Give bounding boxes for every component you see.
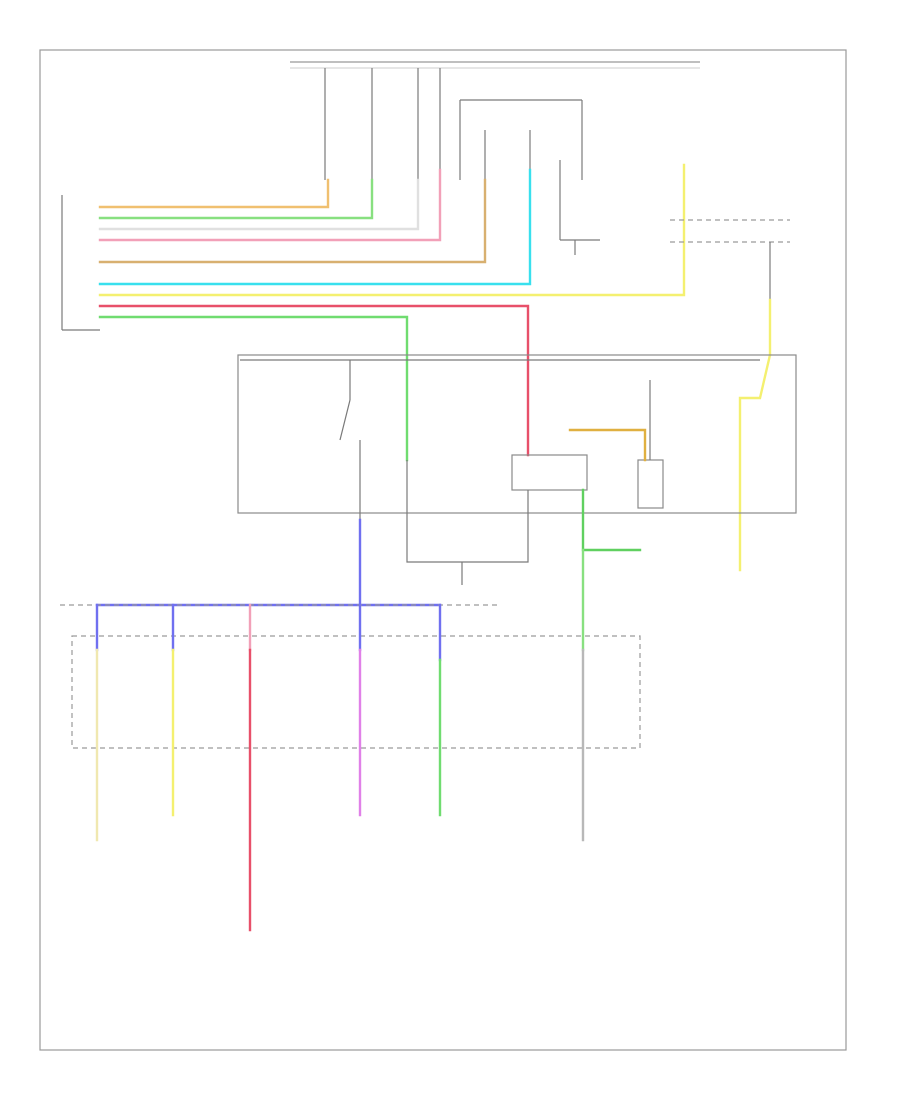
branch-wires xyxy=(95,548,585,932)
diagram-border xyxy=(39,49,847,1051)
fuse-group xyxy=(324,68,600,255)
switch-wire xyxy=(581,488,642,552)
control-unit-box xyxy=(237,354,797,514)
internal-components xyxy=(339,360,664,520)
right-relay xyxy=(670,219,790,572)
distribution-wires xyxy=(60,518,500,607)
lower-connector-box xyxy=(71,635,641,749)
harness-wires xyxy=(98,163,686,462)
ground-loop xyxy=(406,460,529,563)
